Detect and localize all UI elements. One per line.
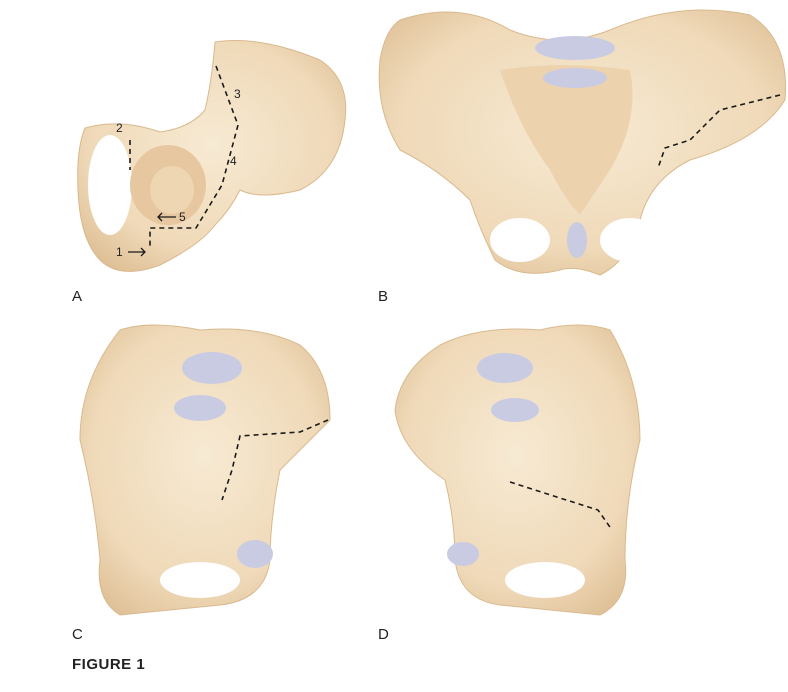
callout-1: 1 xyxy=(116,245,123,259)
callout-4: 4 xyxy=(230,154,237,168)
panel-label-a: A xyxy=(72,288,83,305)
panel-label-c: C xyxy=(72,626,83,643)
panel-c-pelvis-oblique xyxy=(79,324,331,616)
osteotomy-line-b xyxy=(657,94,781,169)
panel-label-b: B xyxy=(378,288,389,305)
callout-3: 3 xyxy=(234,87,241,101)
figure-caption: FIGURE 1 xyxy=(72,656,146,673)
panel-a-hemipelvis: 1 2 3 4 5 xyxy=(77,40,347,272)
panel-d-pelvis-oblique xyxy=(394,324,641,616)
arrow-icon xyxy=(128,247,146,257)
panel-label-d: D xyxy=(378,626,389,643)
panel-b-pelvis-ap xyxy=(378,9,787,276)
arrow-icon xyxy=(157,212,176,222)
callout-5: 5 xyxy=(179,210,186,224)
osteotomy-line-c xyxy=(221,419,329,501)
osteotomy-line-d xyxy=(509,481,613,531)
callout-2: 2 xyxy=(116,121,123,135)
